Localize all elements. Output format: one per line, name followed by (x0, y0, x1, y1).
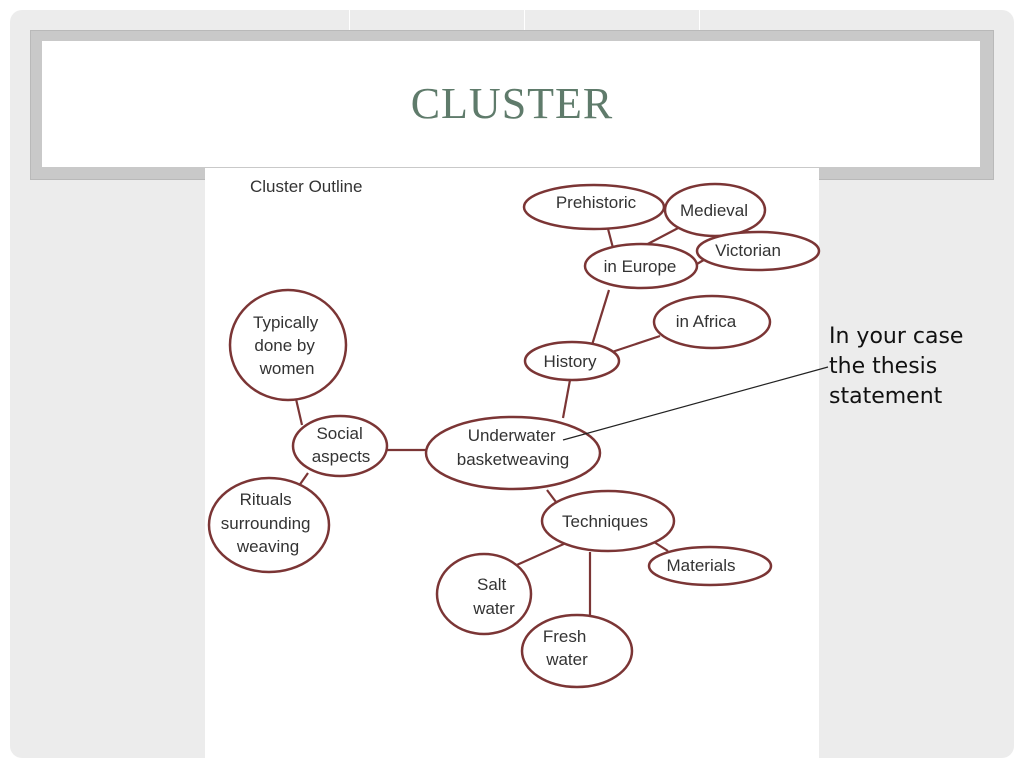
node-typically-line-3: women (259, 359, 315, 378)
callout-pointer (562, 366, 829, 441)
svg-text:Underwater basketweaving: Underwater basketweaving (457, 426, 569, 469)
node-techniques-label: Techniques (562, 512, 648, 531)
node-salt-line-2: water (472, 599, 515, 618)
node-underwater-line-1: Underwater (468, 426, 556, 445)
node-rituals-line-1: Rituals (240, 490, 292, 509)
node-in-europe: in Europe (583, 242, 699, 290)
node-underwater-basketweaving: Underwater basketweaving (424, 415, 602, 491)
node-social-line-1: Social (316, 424, 362, 443)
svg-text:in Europe: in Europe (604, 257, 677, 276)
callout-line-3: statement (829, 384, 943, 409)
cluster-outline-title: Cluster Outline (250, 177, 362, 196)
edge-techniques-materials (653, 541, 669, 552)
node-history-label: History (544, 352, 597, 371)
node-materials: Materials (647, 545, 773, 587)
node-in-africa-label: in Africa (676, 312, 737, 331)
node-underwater-line-2: basketweaving (457, 450, 569, 469)
svg-text:Fresh water: Fresh water (543, 627, 591, 669)
edge-techniques-salt (509, 541, 567, 570)
svg-text:Materials: Materials (667, 556, 736, 575)
node-salt-water: Salt water (435, 552, 533, 636)
node-victorian-label: Victorian (715, 241, 781, 260)
node-in-africa: in Africa (652, 294, 772, 350)
node-materials-label: Materials (667, 556, 736, 575)
svg-text:Social aspects: Social aspects (312, 424, 371, 466)
edge-social-typically (294, 398, 304, 426)
svg-text:Prehistoric: Prehistoric (556, 193, 637, 212)
node-prehistoric: Prehistoric (522, 183, 666, 231)
node-victorian: Victorian (695, 230, 821, 272)
edge-history-africa (611, 334, 661, 354)
svg-text:Techniques: Techniques (562, 512, 648, 531)
node-typically-line-1: Typically (253, 313, 319, 332)
callout-line-2: the thesis (829, 354, 938, 379)
svg-text:History: History (544, 352, 597, 371)
svg-text:Rituals surrounding: Rituals surrounding weaving (221, 490, 316, 556)
top-divider-ticks (0, 10, 1024, 32)
node-prehistoric-label: Prehistoric (556, 193, 637, 212)
node-rituals-line-3: weaving (236, 537, 299, 556)
svg-text:in Africa: in Africa (676, 312, 737, 331)
node-medieval-label: Medieval (680, 201, 748, 220)
node-fresh-water: Fresh water (520, 613, 634, 689)
callout-line-1: In your case (829, 324, 964, 349)
title-box (42, 41, 980, 167)
node-salt-line-1: Salt (477, 575, 507, 594)
svg-text:Salt water: Salt water (472, 575, 515, 618)
node-typically-done-by-women: Typically done by women (228, 288, 348, 402)
node-in-europe-label: in Europe (604, 257, 677, 276)
svg-text:Medieval: Medieval (680, 201, 748, 220)
node-typically-line-2: done by (254, 336, 315, 355)
svg-text:Victorian: Victorian (715, 241, 781, 260)
slide-title: CLUSTER (410, 79, 614, 128)
node-rituals-line-2: surrounding (221, 514, 311, 533)
node-techniques: Techniques (540, 489, 676, 553)
node-social-aspects: Social aspects (291, 414, 389, 478)
edge-history-europe (590, 289, 611, 346)
edge-underwater-history (561, 379, 572, 419)
node-fresh-line-1: Fresh (543, 627, 586, 646)
thesis-callout: In your case the thesis statement (829, 322, 1009, 412)
node-history: History (523, 340, 621, 382)
node-fresh-line-2: water (545, 650, 588, 669)
node-social-line-2: aspects (312, 447, 371, 466)
node-rituals-surrounding-weaving: Rituals surrounding weaving (207, 476, 331, 574)
svg-text:Typically done by: Typically done by women (253, 313, 323, 378)
node-medieval: Medieval (663, 182, 767, 238)
